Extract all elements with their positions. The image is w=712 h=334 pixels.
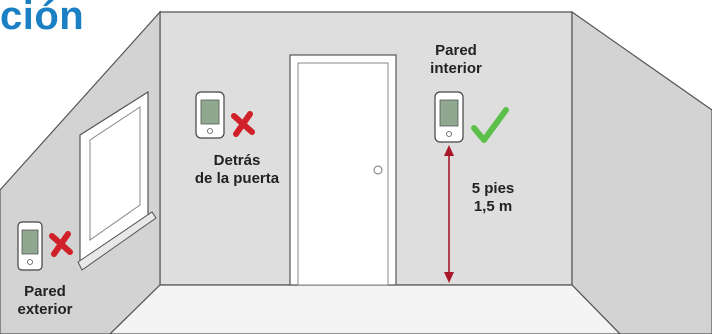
- label-line: Pared: [24, 283, 66, 300]
- measurement-meters: 1,5 m: [473, 198, 513, 215]
- label-line: Detrás: [213, 152, 261, 169]
- thermostat-icon: [195, 91, 225, 139]
- x-mark-icon: [49, 231, 73, 257]
- thermostat-icon: [17, 221, 43, 271]
- right-wall: [571, 10, 712, 334]
- height-arrow: [444, 145, 454, 283]
- label-interior-wall: Pared interior: [416, 42, 496, 78]
- check-mark-icon: [471, 107, 509, 143]
- label-exterior-wall: Pared exterior: [0, 283, 90, 319]
- measurement-feet: 5 pies: [471, 180, 515, 197]
- door: [289, 54, 397, 286]
- thermostat-icon: [434, 91, 464, 143]
- height-measurement-label: 5 pies 1,5 m: [458, 180, 528, 216]
- door-knob: [373, 165, 383, 175]
- label-line: exterior: [17, 301, 73, 318]
- window: [77, 90, 157, 271]
- label-line: interior: [430, 60, 482, 77]
- label-line: de la puerta: [194, 170, 280, 187]
- page-title: ción: [0, 0, 85, 38]
- label-behind-door: Detrás de la puerta: [182, 152, 292, 188]
- x-mark-icon: [231, 111, 255, 137]
- floor: [109, 284, 621, 334]
- label-line: Pared: [435, 42, 477, 59]
